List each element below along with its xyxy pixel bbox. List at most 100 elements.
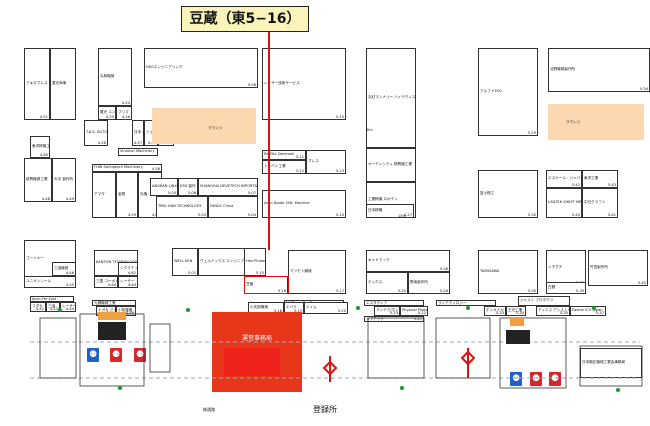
green-marker — [356, 306, 360, 310]
booth-code: 5-13 — [335, 169, 344, 173]
booth: オーテンシティ 精興機工業 — [366, 148, 416, 182]
booth-code: 4-59 — [127, 213, 136, 217]
booth-code: 4-44 — [65, 307, 74, 311]
booth-name: T.K.S. AUTOMATION — [86, 130, 108, 134]
booth-code: 5-37 — [595, 311, 604, 315]
booth-code: 5-18 — [273, 309, 282, 313]
booth-code: 4-58 — [151, 167, 160, 171]
booth-name: 丸紅マシナリー ハイテクノス — [368, 95, 416, 99]
booth-code: 4-51 — [39, 115, 48, 119]
booth-name: アキダプレス システム — [26, 81, 50, 85]
booth-name: 金剛 — [118, 192, 126, 196]
booth-code: 5-45 — [637, 281, 646, 285]
booth-name: コダカ — [32, 304, 43, 308]
booth-name: レーザー技術サービス — [264, 81, 300, 85]
booth-code: 4-43 — [49, 307, 58, 311]
booth-code: 5-26 — [439, 289, 448, 293]
booth-code: 5-29 — [527, 131, 536, 135]
green-marker — [616, 388, 620, 392]
booth-code: 4-60 — [39, 153, 48, 157]
booth-name: Dental ICO Japan — [572, 308, 603, 312]
booth-name: 中日クラフト — [584, 200, 606, 204]
booth: Vinstron Machinery — [118, 148, 158, 156]
booth-name: 竹田製作所 — [590, 265, 608, 269]
booth-name: 工業精機 ロボテン — [368, 197, 398, 201]
booth-name: KANTON TECHNOLOGY — [96, 260, 137, 264]
green-marker — [466, 306, 470, 310]
booth-name: ヴェルテックス エンジニアリング — [200, 259, 255, 263]
booth-name: 東洋精機工業 — [32, 144, 50, 148]
booth: 菱光商事 — [50, 48, 76, 120]
booth-code: 5-20 — [337, 309, 346, 313]
booth-code: 5-39 — [575, 289, 584, 293]
booth-name: ナガセ アイヴィール — [98, 308, 116, 312]
highlighted-booth-frame — [244, 276, 289, 294]
booth: 竹田製作所 5-45 — [588, 250, 648, 286]
female-restroom-icon: ⚈ — [134, 348, 146, 362]
booth-name: トーバン工業 — [264, 164, 286, 168]
lounge-label-right: ラウンジ — [566, 120, 581, 124]
hall-scale-right: 15m — [398, 214, 407, 218]
booth-name: 小矢部機械 — [250, 305, 268, 309]
booth-code: 5-03 — [197, 213, 206, 217]
stair-top — [510, 318, 524, 326]
green-marker — [118, 386, 122, 390]
booth-code: 5-11 — [295, 155, 304, 159]
booth: TING HAN TECHNOLOGY 5-03 — [156, 196, 208, 218]
booth-code: 5-04 — [247, 213, 256, 217]
booth-name: エスケール・ジャパン — [548, 176, 582, 180]
booth: 東洋精機工業 4-60 — [30, 136, 50, 158]
stair-top — [98, 312, 126, 320]
booth: アキダプレス システム 4-51 — [24, 48, 50, 120]
booth-name: プレス — [308, 159, 319, 163]
male-restroom-icon: ⚉ — [87, 348, 99, 362]
booth-name: 菱光商事 — [52, 81, 67, 85]
booth-code: 5-30 — [527, 289, 536, 293]
booth-name: Physical Photon — [402, 308, 428, 312]
booth-code: 5-06 — [187, 191, 196, 195]
booth-name: 新興機械工業 — [26, 177, 48, 181]
booth-name: イチグチ — [548, 265, 563, 269]
booth-code: 5-14 — [335, 213, 344, 217]
female-restroom-icon: ⚈ — [549, 372, 561, 386]
booth: FANUC China 5-04 — [208, 196, 258, 218]
booth-name: テンホス — [368, 280, 383, 284]
booth-name: WELL KEN — [174, 259, 193, 263]
booth-name: 日本精機 — [368, 208, 383, 212]
booth-code: 5-23 — [389, 311, 398, 315]
booth: エスタディア — [364, 300, 424, 306]
booth-name: TAMIGAWA — [480, 269, 500, 273]
booth-code: 5-12 — [295, 169, 304, 173]
booth-code: 5-27 — [403, 213, 412, 217]
booth-name: FANUC China — [210, 204, 234, 208]
booth: シグマテック ジャパン4-62 — [118, 262, 138, 276]
booth-name: TING HAN TECHNOLOGY — [158, 204, 202, 208]
booth: Hex Photonics5-15 — [244, 248, 266, 276]
office-label: 運営事務局 — [241, 335, 272, 342]
green-marker — [400, 386, 404, 390]
booth-code: 5-16 — [277, 289, 286, 293]
booth-name: Hex Photonics — [246, 259, 266, 263]
booth-name: 光機 — [140, 192, 148, 196]
booth-code: 5-00 — [167, 191, 176, 195]
booth-code: 4-57 — [133, 141, 142, 145]
